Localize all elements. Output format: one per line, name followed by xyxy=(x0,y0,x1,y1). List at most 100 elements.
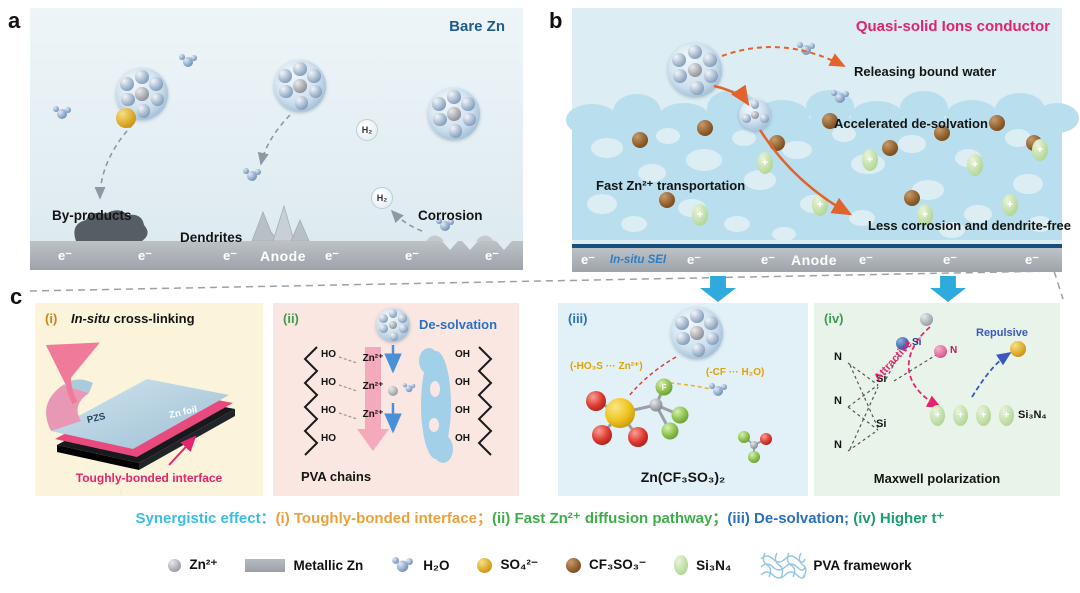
si3n4-oval: + xyxy=(692,204,708,226)
hydrogen-bubble: H₂ xyxy=(371,187,393,209)
byproducts-blob xyxy=(74,210,148,241)
zn-ion-label: Zn²⁺ xyxy=(362,353,384,364)
pva-chains-label: PVA chains xyxy=(301,469,372,484)
pva-chain-left xyxy=(303,346,319,456)
corrosion-pit xyxy=(442,241,458,250)
triflate-sphere xyxy=(697,120,713,136)
small-molecule-atom xyxy=(748,451,760,463)
panel-a: Bare Zn xyxy=(30,8,523,270)
si3n4-oval: + xyxy=(999,405,1014,426)
si3n4-lattice-drawing xyxy=(847,326,1012,452)
si3n4-oval: + xyxy=(953,405,968,426)
water-molecule xyxy=(402,383,416,393)
legend-label: Metallic Zn xyxy=(293,557,364,573)
subpanel-iv-number: (iv) xyxy=(824,311,844,326)
solvated-zn-cluster xyxy=(274,60,326,112)
water-molecule xyxy=(796,42,816,56)
coordination-dashes xyxy=(338,356,358,420)
triflate-sphere xyxy=(904,190,920,206)
water-molecule xyxy=(242,168,262,182)
hydrogen-bubble: H₂ xyxy=(356,119,378,141)
pzs-membrane xyxy=(51,379,229,449)
desolvation-title: De-solvation xyxy=(419,317,498,332)
si3n4-oval xyxy=(674,555,689,575)
si3n4-oval: + xyxy=(757,152,773,174)
nitrogen-label: N xyxy=(834,351,842,363)
corrosion-pit xyxy=(462,241,478,250)
fluorine-letter: F xyxy=(662,383,667,392)
pva-chain-right xyxy=(477,346,493,456)
small-molecule-atom xyxy=(750,441,758,449)
corrosion-pit xyxy=(496,241,512,250)
legend-item: Si₃N₄ xyxy=(674,555,731,575)
si3n4-label: Si₃N₄ xyxy=(1018,409,1047,421)
triflate-molecule-drawing: F xyxy=(586,356,772,463)
water-molecule xyxy=(435,218,455,232)
legend-label: Si₃N₄ xyxy=(696,557,732,573)
legend-label: Zn²⁺ xyxy=(189,557,218,572)
carbon-atom xyxy=(649,398,663,412)
oh-group-label: OH xyxy=(455,377,470,388)
sulfur-atom xyxy=(605,398,635,428)
si3n4-oval: + xyxy=(930,405,945,426)
panel-a-letter: a xyxy=(8,8,21,33)
membrane-drawing xyxy=(45,342,235,470)
oh-group-label: OH xyxy=(455,405,470,416)
oxygen-atom xyxy=(586,391,606,411)
dendrites-label: Dendrites xyxy=(180,230,243,245)
si3n4-oval: + xyxy=(976,405,991,426)
peel-flap-underside xyxy=(46,385,89,431)
dendrite-arrow xyxy=(257,114,291,166)
solvated-zn-cluster xyxy=(376,308,410,342)
water-blob xyxy=(419,348,453,463)
subpanel-ii: (ii) De-solvation HO HO HO HO Zn²⁺ Zn²⁺ xyxy=(273,303,519,496)
anode-label: Anode xyxy=(790,252,838,268)
panel-b-letter: b xyxy=(549,8,563,33)
zn-ion-label: Zn²⁺ xyxy=(362,409,384,420)
fast-transport-label: Fast Zn²⁺ transportation xyxy=(596,178,746,193)
corrosion-label: Corrosion xyxy=(418,208,483,223)
zn-ion-label: Zn²⁺ xyxy=(362,381,384,392)
attractive-arrow xyxy=(907,326,942,408)
in-situ-sei-label: In-situ SEI xyxy=(609,254,667,266)
electron-label: e⁻ xyxy=(858,252,874,267)
legend-item: SO₄²⁻ xyxy=(477,557,538,573)
ho-group-label: HO xyxy=(321,349,336,360)
sulfate-sphere xyxy=(116,108,136,128)
desolvation-label: Accelerated de-solvation xyxy=(834,116,988,131)
synergy-ii: (ii) Fast Zn²⁺ diffusion pathway； xyxy=(491,510,728,527)
oxygen-atom xyxy=(628,427,648,447)
si3n4-oval: + xyxy=(1032,139,1048,161)
solvated-zn-cluster xyxy=(671,307,723,359)
subpanel-iii: (iii) F xyxy=(558,303,808,496)
triflate-sphere xyxy=(822,113,838,129)
synergy-iv: (iv) Higher t⁺ xyxy=(853,510,945,527)
silicon-label: Si xyxy=(876,373,887,385)
electron-label: e⁻ xyxy=(57,247,73,263)
water-coordination-dash xyxy=(669,382,711,390)
peel-arrow xyxy=(45,342,100,405)
silicon-label: Si xyxy=(876,418,887,430)
anode-label: Anode xyxy=(259,247,307,264)
zoom-arrow-iv xyxy=(930,276,966,302)
water-molecule xyxy=(52,106,72,120)
triflate-sphere xyxy=(882,140,898,156)
pva-network-icon xyxy=(760,552,808,579)
legend-item: Metallic Zn xyxy=(245,558,363,573)
si3n4-oval: + xyxy=(967,154,983,176)
synergy-prefix: Synergistic effect： xyxy=(135,510,276,527)
ho-group-label: HO xyxy=(321,405,336,416)
synergy-iii: (iii) De-solvation; xyxy=(727,510,854,527)
subpanel-iv: (iv) N N N Si Si Si N Attractive Repulsi… xyxy=(814,303,1060,496)
nitrogen-sphere-label: N xyxy=(950,345,958,356)
subpanel-i-title: In-situ cross-linking xyxy=(71,311,195,326)
zn-pathway-arrow xyxy=(357,347,389,451)
ho-group-label: HO xyxy=(321,433,336,444)
fluorine-atom xyxy=(655,378,673,396)
silicon-sphere xyxy=(896,337,909,350)
water-molecule xyxy=(830,90,850,104)
subpanel-i-number: (i) xyxy=(45,311,58,326)
repulsive-arrow xyxy=(971,352,1012,398)
interface-pointer-arrow xyxy=(168,435,197,466)
